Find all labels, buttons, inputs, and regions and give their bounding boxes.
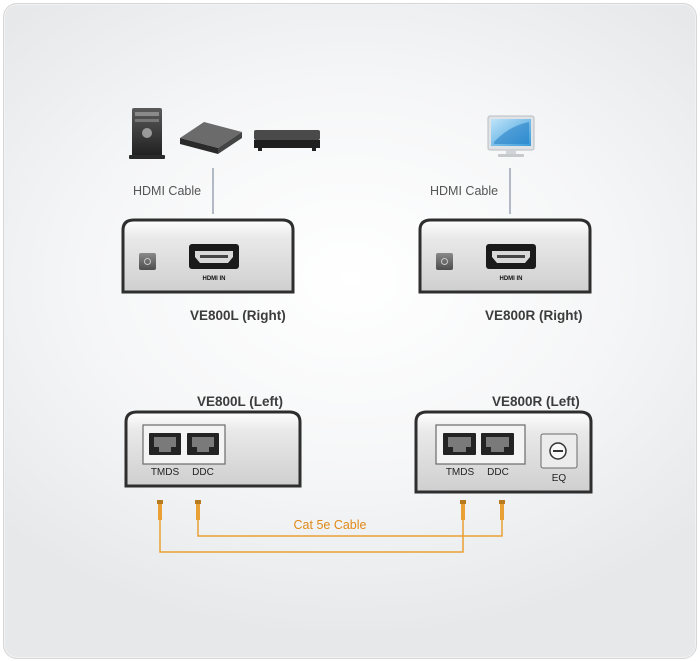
power-button-icon xyxy=(139,253,156,270)
rj45-plug-icon xyxy=(157,500,163,520)
left-hdmi-cable-label: HDMI Cable xyxy=(133,184,201,198)
ve800r-left-unit: TMDS DDC EQ xyxy=(414,410,593,494)
ve800l-left-label: VE800L (Left) xyxy=(197,394,283,409)
dvd-player-icon xyxy=(180,122,242,154)
rj45-plug-icon xyxy=(499,500,505,520)
rj45-plug-icon xyxy=(460,500,466,520)
ddc-port-label: DDC xyxy=(192,467,214,478)
tmds-port-label: TMDS xyxy=(446,467,475,478)
rj45-port-icon xyxy=(149,433,181,455)
hdmi-port-icon xyxy=(189,244,239,269)
monitor-icon xyxy=(487,115,535,157)
ddc-port-label: DDC xyxy=(487,467,509,478)
diagram-frame: HDMI Cable HDMI Cable HDMI IN VE800L (Ri… xyxy=(3,3,697,659)
hdmi-in-label: HDMI IN xyxy=(500,276,523,282)
ve800l-right-unit: HDMI IN xyxy=(121,218,295,294)
connection-diagram: HDMI Cable HDMI Cable HDMI IN VE800L (Ri… xyxy=(121,108,593,553)
rj45-port-icon xyxy=(187,433,219,455)
tmds-port-label: TMDS xyxy=(151,467,180,478)
ve800l-right-label: VE800L (Right) xyxy=(190,308,286,323)
eq-knob-icon xyxy=(549,442,567,460)
set-top-box-icon xyxy=(254,130,320,151)
right-hdmi-cable-label: HDMI Cable xyxy=(430,184,498,198)
ve800r-right-unit: HDMI IN xyxy=(418,218,592,294)
rj45-plug-icon xyxy=(195,500,201,520)
eq-label: EQ xyxy=(552,473,567,484)
hdmi-port-icon xyxy=(486,244,536,269)
rj45-port-icon xyxy=(481,433,514,455)
power-button-icon xyxy=(436,253,453,270)
ve800r-right-label: VE800R (Right) xyxy=(485,308,583,323)
hdmi-in-label: HDMI IN xyxy=(203,276,226,282)
cat5e-cable xyxy=(159,519,503,553)
rj45-port-icon xyxy=(443,433,476,455)
ve800r-left-label: VE800R (Left) xyxy=(492,394,580,409)
computer-tower-icon xyxy=(129,108,165,159)
ve800l-left-unit: TMDS DDC xyxy=(124,410,302,488)
cat5e-cable-label: Cat 5e Cable xyxy=(294,518,367,532)
